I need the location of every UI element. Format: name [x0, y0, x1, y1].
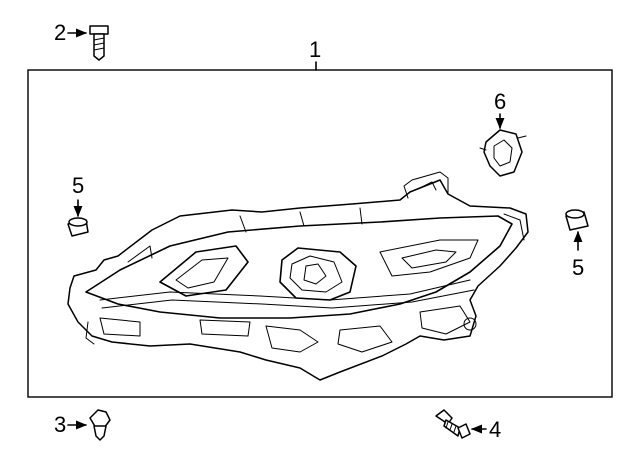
callout-3-label: 3 [54, 412, 66, 437]
assembly-frame [27, 69, 613, 398]
callout-1-label: 1 [309, 37, 321, 62]
callout-5-left-label: 5 [72, 173, 84, 198]
cap-right[interactable] [565, 209, 589, 231]
upper-bolt[interactable] [89, 25, 109, 61]
callout-2-label: 2 [54, 20, 66, 45]
headlamp-assembly[interactable] [67, 171, 529, 381]
callout-5-right-label: 5 [572, 255, 584, 280]
cap-left[interactable] [67, 217, 89, 237]
callout-4-label: 4 [489, 417, 501, 442]
lower-bolt[interactable] [89, 409, 111, 441]
bulb-socket[interactable] [479, 129, 527, 177]
callout-6-label: 6 [494, 89, 506, 114]
side-bolt[interactable] [435, 409, 471, 439]
